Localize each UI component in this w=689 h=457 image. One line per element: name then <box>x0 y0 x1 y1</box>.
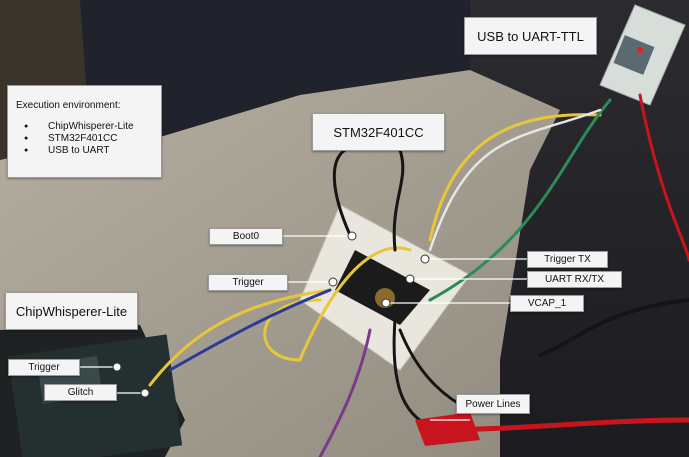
environment-item: ChipWhisperer-Lite <box>24 121 153 133</box>
label-trigger-mid: Trigger <box>208 274 288 291</box>
label-boot0: Boot0 <box>209 228 283 245</box>
label-power-lines: Power Lines <box>456 394 530 414</box>
label-glitch: Glitch <box>44 384 117 401</box>
environment-item: STM32F401CC <box>24 133 153 145</box>
environment-item: USB to UART <box>24 145 153 157</box>
environment-title: Execution environment: <box>16 100 121 111</box>
environment-box: Execution environment: ChipWhisperer-Lit… <box>7 85 162 178</box>
breadboard <box>299 204 471 371</box>
pointer-lines <box>80 231 527 421</box>
usb-uart-dongle <box>599 4 686 106</box>
label-vcap: VCAP_1 <box>510 295 584 312</box>
label-usb-uart-ttl: USB to UART-TTL <box>464 17 597 55</box>
environment-list: ChipWhisperer-Lite STM32F401CC USB to UA… <box>16 121 153 157</box>
label-uart-rx-tx: UART RX/TX <box>527 271 622 288</box>
label-trigger-tx: Trigger TX <box>527 251 608 268</box>
wires <box>148 93 689 457</box>
label-trigger-left: Trigger <box>8 359 80 376</box>
label-stm32: STM32F401CC <box>312 113 445 151</box>
label-chipwhisperer: ChipWhisperer-Lite <box>5 292 138 330</box>
